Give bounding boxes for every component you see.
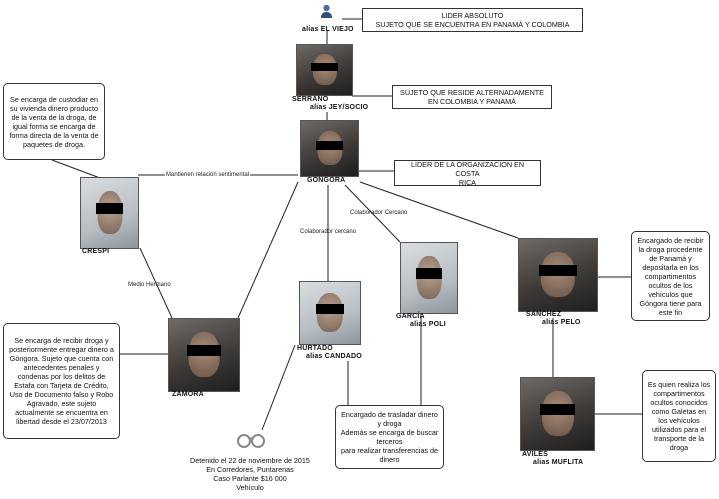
aviles-alias: alias MUFLITA [533,459,584,466]
relation-brother: Medio Hermano [128,282,171,288]
hurtado-name: HURTADO [297,345,333,352]
garcia-name: GARCÍA [396,313,425,320]
line-hurtado-arrest [261,344,296,431]
person-icon [320,4,333,18]
crespi-photo [80,177,139,249]
viejo-description: LIDER ABSOLUTO SUJETO QUE SE ENCUENTRA E… [362,8,583,32]
sanchez-alias: alias PELO [542,319,581,326]
serrano-name: SERRANO [292,96,329,103]
sanchez-photo [518,238,598,312]
gongora-description: LIDER DE LA ORGANIZACION EN COSTA RICA [394,160,541,187]
aviles-photo [520,377,595,451]
gongora-photo [300,120,359,177]
viejo-alias: alias EL VIEJO [302,26,354,33]
relation-sentimental: Mantienen relación sentimental [165,172,251,178]
aviles-name: AVILES [522,451,548,458]
line-gongora-garcia [344,184,401,243]
hurtado-description: Encargado de trasladar dinero y droga Ad… [335,405,444,469]
hurtado-alias: alias CANDADO [306,353,362,360]
zamora-name: ZAMORA [172,391,204,398]
line-crespi-desc [51,159,101,179]
handcuffs-icon [236,430,266,450]
aviles-description: Es quien realiza los compartimentos ocul… [642,370,716,462]
serrano-photo [296,44,353,96]
garcia-alias: alias POLI [410,321,446,328]
zamora-photo [168,318,240,392]
relation-collab-hurtado: Colaborador cercano [300,229,357,235]
line-crespi-zamora [139,247,173,319]
gongora-name: GONGORA [307,177,346,184]
arrest-info: Detenido el 22 de noviembre de 2015 En C… [190,456,310,492]
serrano-description: SUJETO QUE RESIDE ALTERNADAMENTE EN COLO… [392,85,552,109]
zamora-description: Se encarga de recibir droga y posteriorm… [3,323,120,439]
sanchez-description: Encargado de recibir la droga procedente… [631,231,710,321]
garcia-photo [400,242,458,314]
serrano-alias: alias JEY/SOCIO [310,104,369,111]
crespi-name: CRESPI [82,248,110,255]
hurtado-photo [299,281,361,345]
sanchez-name: SÁNCHEZ [526,311,562,318]
relation-collab-garcia: Colaborador Cercano [350,210,408,216]
line-gongora-sanchez [359,181,519,239]
line-gongora-zamora [237,181,299,319]
crespi-description: Se encarga de custodiar en su vivienda d… [3,83,105,160]
